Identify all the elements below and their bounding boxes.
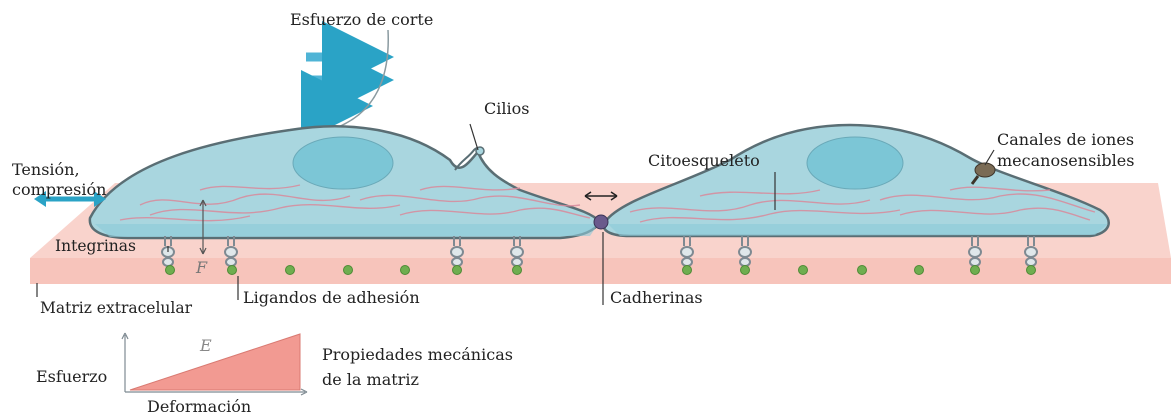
label-matrix-props-line2: de la matriz xyxy=(322,370,419,390)
label-stress-axis: Esfuerzo xyxy=(36,367,107,387)
label-matrix-props-line1: Propiedades mecánicas xyxy=(322,345,513,365)
label-shear-stress: Esfuerzo de corte xyxy=(290,10,433,30)
right-nucleus xyxy=(807,137,903,189)
label-strain-axis: Deformación xyxy=(147,397,251,417)
label-modulus: E xyxy=(200,336,212,356)
stress-strain-chart xyxy=(122,333,307,395)
label-cadherins: Cadherinas xyxy=(610,288,703,308)
label-tension-line2: compresión xyxy=(12,180,106,200)
label-tension-line1: Tensión, xyxy=(12,160,80,180)
left-nucleus xyxy=(293,137,393,189)
label-adhesion-ligands: Ligandos de adhesión xyxy=(243,288,420,308)
label-integrins: Integrinas xyxy=(55,236,136,256)
label-cytoskeleton: Citoesqueleto xyxy=(648,151,760,171)
label-force: F xyxy=(196,258,207,278)
label-ion-channels-line1: Canales de iones xyxy=(997,130,1134,150)
label-ion-channels-line2: mecanosensibles xyxy=(997,151,1134,171)
left-cell xyxy=(90,126,600,238)
label-ecm: Matriz extracelular xyxy=(40,298,192,318)
label-cilia: Cilios xyxy=(484,99,529,119)
shear-stress-arrows xyxy=(306,30,388,130)
